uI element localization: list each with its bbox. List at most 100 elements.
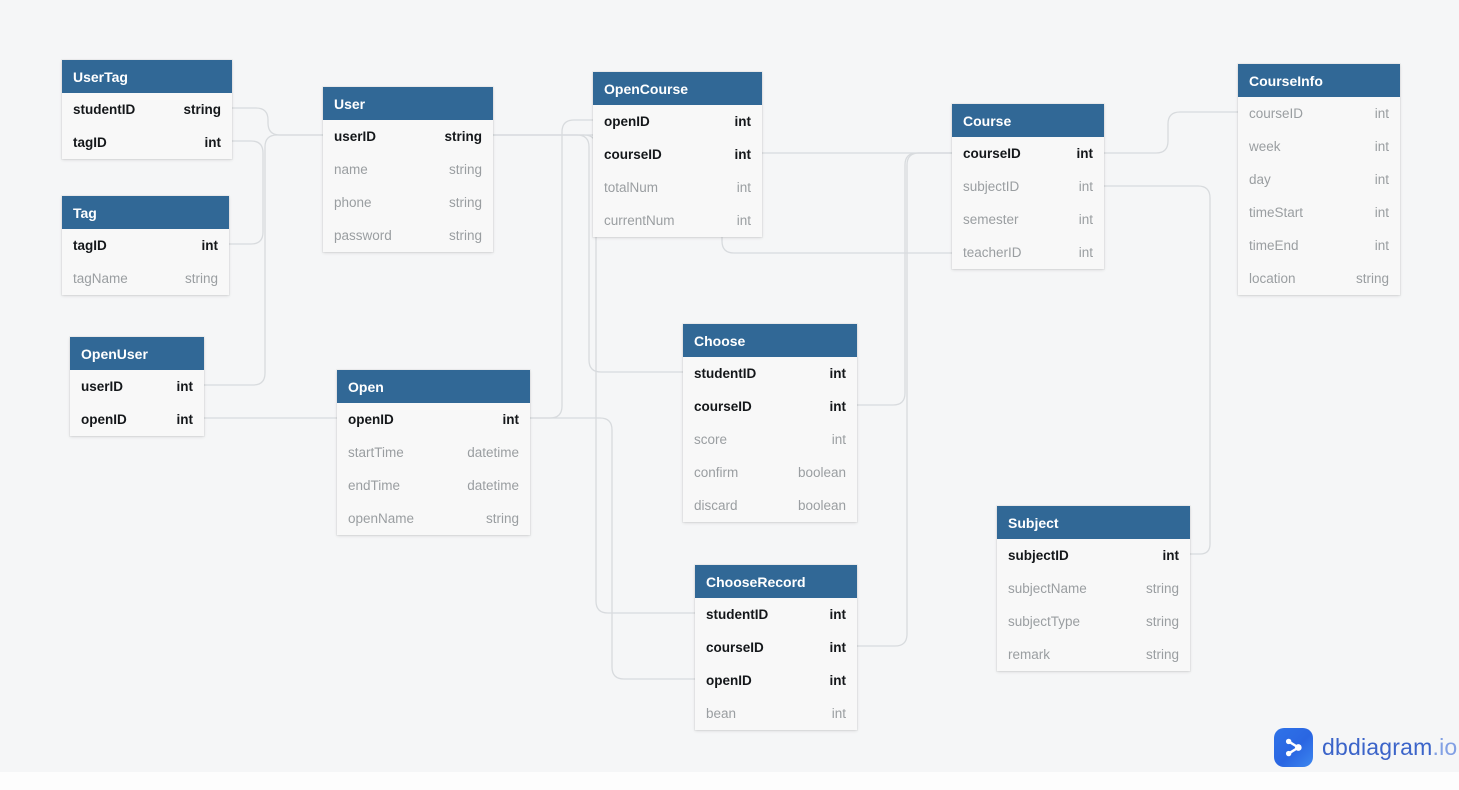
table-title: Course <box>963 112 1012 129</box>
relationship-line-course-subjectid-subject-subjectid[interactable] <box>1104 185 1211 555</box>
relationship-line-course-courseid-courseinfo-courseid[interactable] <box>1104 111 1238 154</box>
field-type: string <box>485 511 519 526</box>
field-type: int <box>502 412 520 427</box>
table-header-courseinfo[interactable]: CourseInfo <box>1238 64 1400 97</box>
field-name: teacherID <box>963 245 1022 260</box>
field-name: subjectType <box>1008 614 1081 629</box>
relationship-line-open-openid-opencourse-openid[interactable] <box>530 119 593 419</box>
table-header-usertag[interactable]: UserTag <box>62 60 232 93</box>
relationship-line-usertag-tagid-tag-tagid[interactable] <box>229 140 264 245</box>
table-title: UserTag <box>73 68 128 85</box>
field-name: week <box>1249 139 1281 154</box>
table-header-course[interactable]: Course <box>952 104 1104 137</box>
field-name: startTime <box>348 445 404 460</box>
relationship-line-choose-courseid-course-courseid[interactable] <box>857 152 952 406</box>
field-name: semester <box>963 212 1019 227</box>
field-type: int <box>1078 179 1093 194</box>
field-type: string <box>1145 614 1179 629</box>
relationship-line-usertag-studentid-user-userid[interactable] <box>232 107 323 136</box>
table-header-user[interactable]: User <box>323 87 493 120</box>
field-row-subject-subjecttype[interactable]: subjectType string <box>997 605 1190 638</box>
field-row-tag-tagid[interactable]: tagID int <box>62 229 229 262</box>
field-type: int <box>736 213 751 228</box>
field-name: password <box>334 228 392 243</box>
field-name: tagID <box>73 238 107 253</box>
table-header-chooserecord[interactable]: ChooseRecord <box>695 565 857 598</box>
relationship-line-openuser-userid-user-userid[interactable] <box>204 134 323 386</box>
table-header-tag[interactable]: Tag <box>62 196 229 229</box>
relationship-line-user-userid-chooserecord-studentid[interactable] <box>493 134 695 614</box>
logo-text-main: dbdiagram <box>1322 734 1433 760</box>
field-name: openID <box>706 673 752 688</box>
dbdiagram-logo[interactable]: dbdiagram.io <box>1274 728 1457 767</box>
table-header-subject[interactable]: Subject <box>997 506 1190 539</box>
relationship-line-open-openid-chooserecord-openid[interactable] <box>530 417 695 680</box>
table-header-openuser[interactable]: OpenUser <box>70 337 204 370</box>
field-name: location <box>1249 271 1296 286</box>
relationship-line-chooserecord-courseid-course-courseid[interactable] <box>857 152 952 647</box>
field-type: int <box>201 238 219 253</box>
logo-text: dbdiagram.io <box>1322 734 1457 761</box>
table-header-open[interactable]: Open <box>337 370 530 403</box>
field-type: datetime <box>467 445 519 460</box>
field-type: int <box>831 706 846 721</box>
field-name: openID <box>604 114 650 129</box>
field-row-open-starttime[interactable]: startTime datetime <box>337 436 530 469</box>
field-type: string <box>444 129 482 144</box>
field-type: int <box>176 412 194 427</box>
table-header-opencourse[interactable]: OpenCourse <box>593 72 762 105</box>
table-header-choose[interactable]: Choose <box>683 324 857 357</box>
field-name: endTime <box>348 478 401 493</box>
